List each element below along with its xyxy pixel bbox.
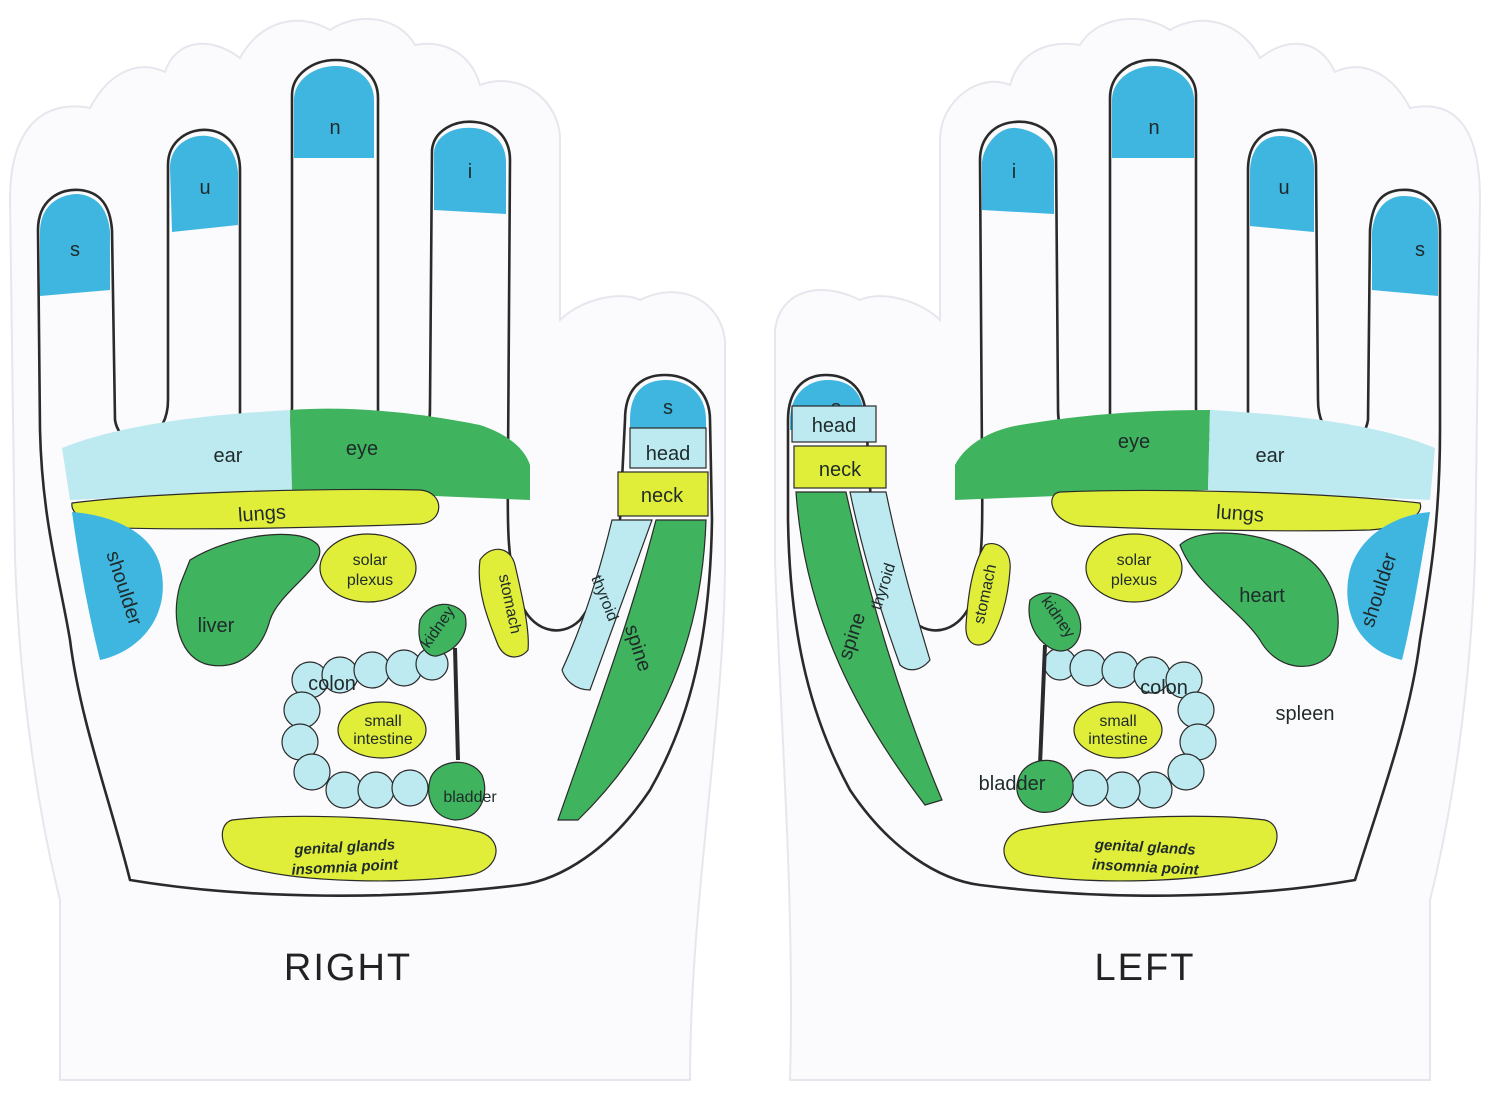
left-small-label-1: small xyxy=(1099,713,1136,730)
left-little-tip xyxy=(1372,196,1438,296)
left-spleen-label: spleen xyxy=(1276,703,1335,725)
left-small-intestine-zone xyxy=(1073,701,1163,759)
right-solar-label-1: solar xyxy=(353,552,388,569)
left-bladder-label: bladder xyxy=(979,773,1046,795)
left-heart-zone xyxy=(1179,532,1339,668)
left-thyroid-zone xyxy=(849,491,931,671)
left-genital-label: genital glands xyxy=(1093,836,1196,858)
right-stomach-zone xyxy=(478,548,529,658)
right-hand-caption: RIGHT xyxy=(284,947,412,989)
right-little-tip xyxy=(40,194,110,296)
left-middle-tip-label: n xyxy=(1148,117,1159,139)
left-ear-label: ear xyxy=(1256,445,1285,467)
right-thumb-tip-label: s xyxy=(663,397,673,419)
right-ear-label: ear xyxy=(214,445,243,467)
right-ring-tip-label: u xyxy=(199,177,210,199)
left-little-tip-label: s xyxy=(1415,239,1425,261)
left-eye-label: eye xyxy=(1118,431,1150,453)
right-ring-tip xyxy=(170,135,238,232)
right-glove: s u n i s ear eye lungs shoulder liver s… xyxy=(8,17,726,1081)
right-head-zone xyxy=(629,427,707,469)
left-small-label-2: intestine xyxy=(1088,731,1148,748)
right-ureter xyxy=(453,647,460,761)
right-head-label: head xyxy=(646,443,691,465)
left-shoulder-zone xyxy=(1347,512,1430,660)
right-kidney-zone xyxy=(418,603,467,657)
left-colon-zone xyxy=(1043,647,1217,809)
right-genital-label: genital glands xyxy=(293,836,396,858)
right-solar-plexus-zone xyxy=(319,533,417,603)
right-index-tip xyxy=(434,127,506,214)
left-hand-caption: LEFT xyxy=(1095,947,1196,989)
right-eye-zone xyxy=(290,408,530,500)
left-ureter xyxy=(1038,644,1047,766)
right-small-label-1: small xyxy=(364,713,401,730)
right-solar-label-2: plexus xyxy=(347,572,393,589)
left-lungs-zone xyxy=(1051,489,1422,532)
left-solar-label-1: solar xyxy=(1117,552,1152,569)
right-ear-zone xyxy=(62,410,292,500)
left-solar-label-2: plexus xyxy=(1111,572,1157,589)
right-index-tip-label: i xyxy=(468,161,472,183)
left-head-label: head xyxy=(812,415,857,437)
left-index-tip-label: i xyxy=(1012,161,1016,183)
right-small-intestine-zone xyxy=(337,701,427,759)
right-eye-label: eye xyxy=(346,438,378,460)
left-neck-zone xyxy=(793,445,887,489)
right-bladder-label: bladder xyxy=(443,789,497,806)
right-thumb-tip xyxy=(630,380,706,430)
right-neck-label: neck xyxy=(641,485,684,507)
left-index-tip xyxy=(982,127,1054,214)
left-lungs-label: lungs xyxy=(1215,501,1264,526)
right-neck-zone xyxy=(617,471,709,517)
left-neck-label: neck xyxy=(819,459,862,481)
left-kidney-zone xyxy=(1028,592,1082,652)
right-lungs-label: lungs xyxy=(237,501,286,526)
left-insomnia-label: insomnia point xyxy=(1092,856,1200,879)
right-shoulder-zone xyxy=(72,512,163,660)
left-stomach-zone xyxy=(965,543,1011,646)
left-eye-zone xyxy=(955,410,1210,500)
right-colon-label: colon xyxy=(308,673,356,695)
right-genital-zone xyxy=(221,815,497,882)
right-middle-tip-label: n xyxy=(329,117,340,139)
left-heart-label: heart xyxy=(1239,585,1285,607)
right-middle-tip xyxy=(294,66,374,158)
left-ring-tip-label: u xyxy=(1278,177,1289,199)
left-bladder-zone xyxy=(1016,759,1074,813)
right-small-label-2: intestine xyxy=(353,731,413,748)
right-liver-zone xyxy=(175,533,321,667)
left-spine-zone xyxy=(795,491,943,806)
right-bladder-zone xyxy=(428,761,486,821)
right-liver-label: liver xyxy=(198,615,235,637)
left-middle-tip xyxy=(1112,66,1194,158)
right-little-tip-label: s xyxy=(70,239,80,261)
left-genital-zone xyxy=(1003,815,1278,882)
right-spine-zone xyxy=(557,519,707,821)
left-ring-tip xyxy=(1250,136,1314,232)
right-insomnia-label: insomnia point xyxy=(291,856,399,879)
right-colon-zone xyxy=(281,647,449,809)
left-ear-zone xyxy=(1208,410,1435,500)
right-thyroid-zone xyxy=(561,519,653,691)
left-solar-plexus-zone xyxy=(1085,533,1183,603)
left-colon-label: colon xyxy=(1140,677,1188,699)
left-head-zone xyxy=(791,405,877,443)
left-glove: i n u s s eye ear lungs shoulder heart s… xyxy=(774,17,1482,1081)
